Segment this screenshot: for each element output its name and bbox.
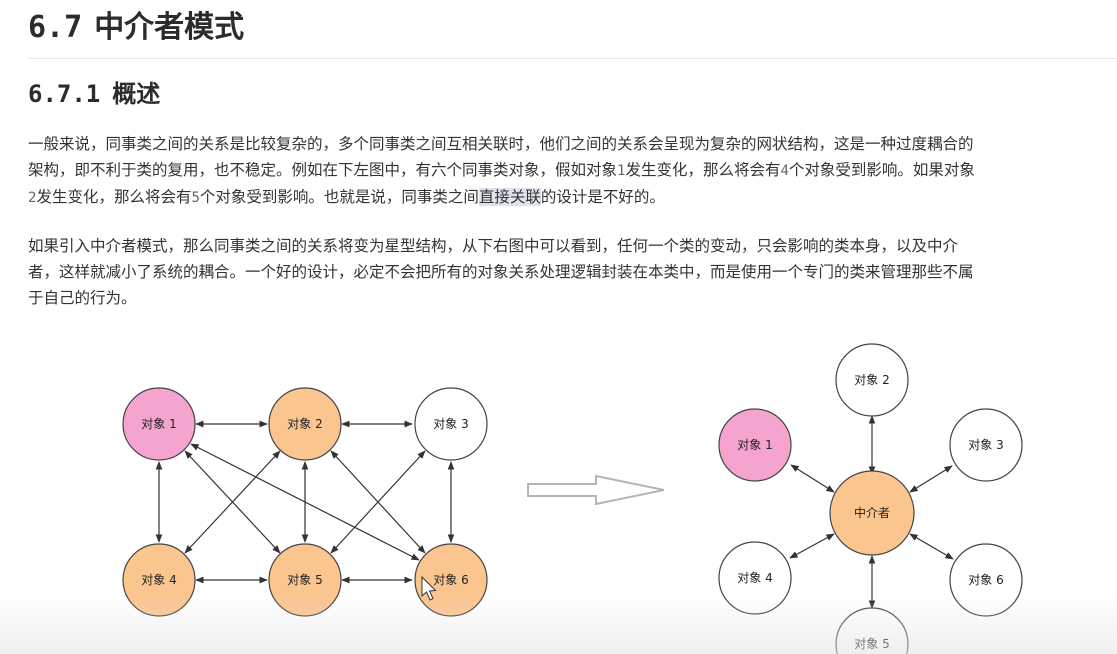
node-label: 对象 3 bbox=[968, 438, 1003, 452]
paragraph-line: 于自己的行为。 bbox=[28, 289, 137, 307]
node-label: 对象 3 bbox=[433, 417, 468, 431]
text-run: 一般来说，同事类之间的关系是比较复杂的，多个同事类之间互相关联时，他们之间的关系… bbox=[28, 135, 974, 153]
edge-center-3 bbox=[909, 465, 953, 493]
paragraph-line: 者，这样就减小了系统的耦合。一个好的设计，必定不会把所有的对象关系处理逻辑封装在… bbox=[28, 263, 974, 281]
section-title: 中介者模式 bbox=[94, 10, 245, 45]
node-label: 对象 5 bbox=[854, 637, 889, 651]
edge-center-1 bbox=[790, 464, 835, 493]
star-diagram: 中介者 对象 1 对象 2 对象 3 对象 4 对象 5 bbox=[718, 343, 1023, 654]
text-run: 个对象受到影响。也就是说，同事类之间 bbox=[199, 188, 479, 206]
mediator-diagram: 对象 1 对象 2 对象 3 对象 4 对象 5 对象 6 bbox=[122, 343, 1023, 654]
edge-1-6 bbox=[190, 443, 420, 561]
star-node-mediator: 中介者 bbox=[829, 470, 915, 556]
highlighted-text: 直接关联 bbox=[478, 188, 541, 206]
text-run: 架构，即不利于类的复用，也不稳定。例如在下左图中，有六个同事类对象，假如对象 bbox=[28, 161, 618, 179]
node-label: 对象 4 bbox=[141, 573, 176, 587]
paragraph-line: 2发生变化，那么将会有5个对象受到影响。也就是说，同事类之间直接关联的设计是不好… bbox=[28, 184, 1117, 211]
node-label: 对象 5 bbox=[287, 573, 322, 587]
paragraph-line: 一般来说，同事类之间的关系是比较复杂的，多个同事类之间互相关联时，他们之间的关系… bbox=[28, 131, 1117, 157]
node-label: 中介者 bbox=[854, 505, 890, 520]
network-node-3: 对象 3 bbox=[414, 387, 488, 461]
star-node-5: 对象 5 bbox=[835, 607, 909, 654]
paragraph-overview: 一般来说，同事类之间的关系是比较复杂的，多个同事类之间互相关联时，他们之间的关系… bbox=[28, 131, 1117, 211]
node-label: 对象 6 bbox=[433, 573, 468, 587]
node-label: 对象 2 bbox=[854, 373, 889, 387]
subsection-number: 6.7.1 bbox=[28, 80, 101, 108]
inline-number: 2 bbox=[28, 190, 37, 206]
network-node-5: 对象 5 bbox=[268, 543, 342, 617]
star-edges bbox=[789, 415, 954, 609]
section-number: 6.7 bbox=[28, 10, 83, 45]
subsection-title: 概述 bbox=[112, 80, 161, 108]
text-run: 的设计是不好的。 bbox=[540, 188, 665, 206]
text-run: 发生变化，那么将会有 bbox=[625, 161, 781, 179]
paragraph-mediator: 如果引入中介者模式，那么同事类之间的关系将变为星型结构，从下右图中可以看到，任何… bbox=[28, 233, 1117, 311]
star-node-3: 对象 3 bbox=[949, 408, 1023, 482]
network-edges bbox=[155, 420, 455, 584]
heading-divider bbox=[28, 58, 1117, 59]
text-run: 发生变化，那么将会有 bbox=[36, 188, 192, 206]
star-node-2: 对象 2 bbox=[835, 343, 909, 417]
subsection-heading: 6.7.1 概述 bbox=[28, 76, 160, 112]
node-label: 对象 2 bbox=[287, 417, 322, 431]
edge-center-6 bbox=[909, 533, 954, 560]
network-node-6: 对象 6 bbox=[414, 543, 488, 617]
star-node-6: 对象 6 bbox=[949, 543, 1023, 617]
node-label: 对象 6 bbox=[968, 573, 1003, 587]
transition-arrow-icon bbox=[527, 474, 665, 506]
paragraph-line: 架构，即不利于类的复用，也不稳定。例如在下左图中，有六个同事类对象，假如对象1发… bbox=[28, 157, 1117, 184]
network-node-4: 对象 4 bbox=[122, 543, 196, 617]
network-node-1: 对象 1 bbox=[122, 387, 196, 461]
node-label: 对象 1 bbox=[141, 417, 176, 431]
node-label: 对象 4 bbox=[737, 571, 772, 585]
text-run: 个对象受到影响。如果对象 bbox=[788, 161, 975, 179]
network-node-2: 对象 2 bbox=[268, 387, 342, 461]
star-node-1: 对象 1 bbox=[718, 408, 792, 482]
inline-number: 1 bbox=[617, 163, 626, 179]
star-node-4: 对象 4 bbox=[718, 541, 792, 615]
edge-center-4 bbox=[789, 533, 835, 559]
node-label: 对象 1 bbox=[737, 438, 772, 452]
section-heading: 6.7 中介者模式 bbox=[28, 6, 244, 50]
inline-number: 4 bbox=[780, 163, 789, 179]
inline-number: 5 bbox=[191, 190, 200, 206]
paragraph-line: 如果引入中介者模式，那么同事类之间的关系将变为星型结构，从下右图中可以看到，任何… bbox=[28, 237, 959, 255]
network-diagram: 对象 1 对象 2 对象 3 对象 4 对象 5 对象 6 bbox=[122, 387, 488, 617]
